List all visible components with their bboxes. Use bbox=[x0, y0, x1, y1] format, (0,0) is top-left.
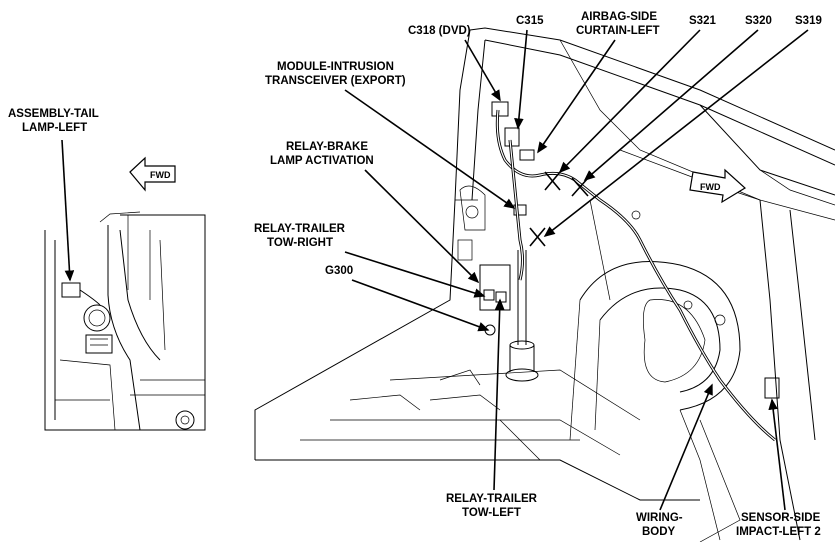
c318-dvd-label: C318 (DVD) bbox=[408, 25, 471, 37]
leader-c318 bbox=[464, 39, 501, 102]
fwd-label-main: FWD bbox=[700, 182, 721, 192]
leader-airbag bbox=[537, 39, 616, 154]
airbag-side-curtain-left-label-1: AIRBAG-SIDE bbox=[581, 11, 657, 23]
leader-s319 bbox=[543, 29, 809, 237]
relay-trailer-tow-right-label-2: TOW-RIGHT bbox=[267, 237, 333, 249]
leader-s321 bbox=[558, 29, 701, 174]
c315-label: C315 bbox=[516, 15, 544, 27]
leader-sensor-side bbox=[768, 398, 786, 511]
module-intrusion-label-1: MODULE-INTRUSION bbox=[277, 61, 394, 73]
leader-relay-tow-left bbox=[493, 298, 505, 491]
s320-label: S320 bbox=[745, 15, 772, 27]
leader-lines bbox=[344, 29, 809, 511]
leader-s320 bbox=[583, 29, 759, 182]
leader-assembly-tail-lamp bbox=[61, 139, 75, 282]
airbag-side-curtain-left-label-2: CURTAIN-LEFT bbox=[576, 25, 659, 37]
sensor-side-impact-label-1: SENSOR-SIDE bbox=[741, 512, 821, 524]
leader-relay-brake bbox=[364, 169, 480, 284]
fwd-label: FWD bbox=[150, 170, 171, 180]
assembly-tail-lamp-left-label-2: LAMP-LEFT bbox=[22, 122, 87, 134]
relay-trailer-tow-left-label-1: RELAY-TRAILER bbox=[446, 493, 538, 505]
inset-tail-lamp-drawing bbox=[44, 211, 206, 431]
leader-relay-tow-right bbox=[344, 251, 486, 298]
fwd-arrow-inset: FWD bbox=[129, 156, 176, 192]
s321-label: S321 bbox=[689, 15, 716, 27]
leader-module-intrusion bbox=[344, 89, 516, 209]
s319-label: S319 bbox=[795, 15, 822, 27]
module-intrusion-label-2: TRANSCEIVER (EXPORT) bbox=[265, 75, 406, 87]
wiring-body-label-1: WIRING- bbox=[636, 512, 683, 524]
relay-brake-lamp-label-1: RELAY-BRAKE bbox=[286, 141, 368, 153]
fwd-arrow-main: FWD bbox=[689, 168, 747, 204]
relay-trailer-tow-left-label-2: TOW-LEFT bbox=[462, 507, 521, 519]
main-vehicle-drawing bbox=[254, 27, 835, 542]
leader-c315 bbox=[514, 29, 528, 130]
relay-brake-lamp-label-2: LAMP ACTIVATION bbox=[270, 155, 374, 167]
g300-label: G300 bbox=[325, 265, 353, 277]
relay-trailer-tow-right-label-1: RELAY-TRAILER bbox=[254, 223, 346, 235]
sensor-side-impact-label-2: IMPACT-LEFT 2 bbox=[736, 526, 821, 538]
leader-g300 bbox=[351, 279, 490, 332]
assembly-tail-lamp-left-label-1: ASSEMBLY-TAIL bbox=[8, 108, 99, 120]
wiring-body-label-2: BODY bbox=[642, 526, 676, 538]
leader-wiring-body bbox=[659, 383, 713, 511]
